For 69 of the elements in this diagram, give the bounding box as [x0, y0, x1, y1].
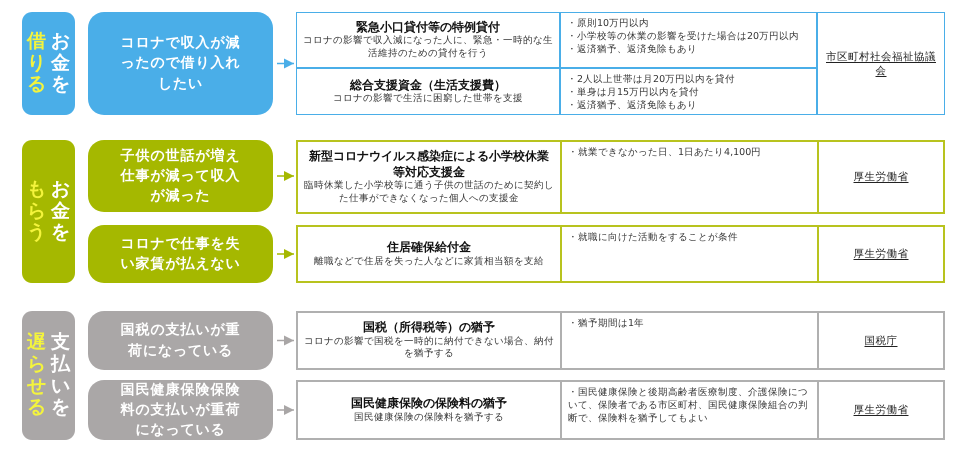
category-text: 支払いを — [50, 332, 70, 420]
situation-text: コロナで収入が減ったので借り入れしたい — [120, 34, 242, 94]
agency-cell — [817, 12, 945, 115]
condition-cell — [560, 140, 819, 214]
condition-item: ・原則10万円以内 — [567, 18, 650, 31]
agency-link: 市区町村社会福祉協議会 — [825, 50, 937, 78]
condition-item: ・就業できなかった日、1日あたり4,100円 — [568, 147, 762, 160]
program-title: 緊急小口貸付等の特例貸付 — [356, 20, 500, 35]
agency-cell — [817, 225, 945, 283]
agency-link: 厚生労働省 — [854, 247, 908, 261]
agency-link: 国税庁 — [864, 334, 898, 348]
situation-box — [88, 225, 273, 283]
agency-link: 厚生労働省 — [854, 403, 908, 417]
category-text: もらう — [26, 178, 46, 244]
program-cell — [296, 380, 562, 440]
condition-item: ・2人以上世帯は月20万円以内を貸付 — [567, 74, 736, 87]
arrow — [277, 58, 294, 68]
program-cell — [296, 225, 562, 283]
arrow — [277, 336, 294, 346]
program-description: コロナの影響で生活に困窮した世帯を支援 — [333, 93, 523, 106]
category-label — [22, 140, 75, 283]
program-title: 住居確保給付金 — [387, 240, 471, 256]
program-cell — [296, 68, 560, 115]
condition-cell — [560, 311, 819, 370]
situation-box — [88, 380, 273, 440]
condition-cell — [560, 68, 817, 115]
agency-link: 厚生労働省 — [854, 170, 908, 184]
condition-cell — [560, 380, 819, 440]
program-title: 国税（所得税等）の猶予 — [363, 320, 495, 336]
condition-cell — [560, 12, 817, 68]
condition-item: ・就職に向けた活動をすることが条件 — [568, 232, 739, 245]
category-text: お金を — [50, 178, 70, 244]
arrow — [277, 171, 294, 181]
program-description: 国民健康保険の保険料を猶予する — [354, 412, 504, 424]
arrow — [277, 249, 294, 259]
program-cell — [296, 140, 562, 214]
agency-cell — [817, 140, 945, 214]
situation-text: コロナで仕事を失い家賃が払えない — [120, 234, 242, 274]
category-text: お金を — [50, 30, 70, 96]
program-description: 臨時休業した小学校等に通う子供の世話のために契約した仕事ができなくなった個人への支援金 — [304, 180, 554, 205]
condition-item: ・単身は月15万円以内を貸付 — [567, 86, 700, 100]
situation-box — [88, 140, 273, 212]
program-description: コロナの影響で収入減になった人に、緊急・一時的な生活維持のための貸付を行う — [303, 35, 553, 60]
category-text: 借りる — [26, 30, 46, 96]
condition-cell — [560, 225, 819, 283]
situation-box — [88, 311, 273, 370]
program-title: 総合支援資金（生活支援費） — [350, 78, 506, 93]
situation-text: 子供の世話が増え仕事が減って収入が減った — [119, 146, 242, 206]
table-frame — [296, 12, 945, 115]
program-cell — [296, 311, 562, 370]
category-text: 遅らせる — [26, 332, 46, 420]
program-title: 国民健康保険の保険料の猶予 — [351, 396, 507, 412]
category-label — [22, 311, 75, 440]
program-description: コロナの影響で国税を一時的に納付できない場合、納付を猶予する — [304, 336, 554, 361]
situation-text: 国税の支払いが重荷になっている — [120, 321, 242, 360]
program-title: 新型コロナウイルス感染症による小学校休業等対応支援金 — [308, 149, 550, 180]
category-label — [22, 12, 75, 115]
agency-cell — [817, 380, 945, 440]
situation-text: 国民健康保険保険料の支払いが重荷になっている — [119, 380, 242, 440]
condition-item: ・猶予期間は1年 — [568, 318, 646, 331]
condition-item: ・返済猶予、返済免除もあり — [567, 44, 698, 56]
arrow — [277, 405, 294, 415]
situation-box — [88, 12, 273, 115]
agency-cell — [817, 311, 945, 370]
condition-item: ・返済猶予、返済免除もあり — [567, 100, 698, 112]
condition-item: ・小学校等の休業の影響を受けた場合は20万円以内 — [567, 30, 800, 44]
program-cell — [296, 12, 560, 68]
condition-item: ・国民健康保険と後期高齢者医療制度、介護保険について、保険者である市区町村、国民健康保険組合の判断で、保険料を猶予してもよい — [568, 387, 809, 426]
program-description: 離職などで住居を失った人などに家賃相当額を支給 — [314, 256, 544, 268]
